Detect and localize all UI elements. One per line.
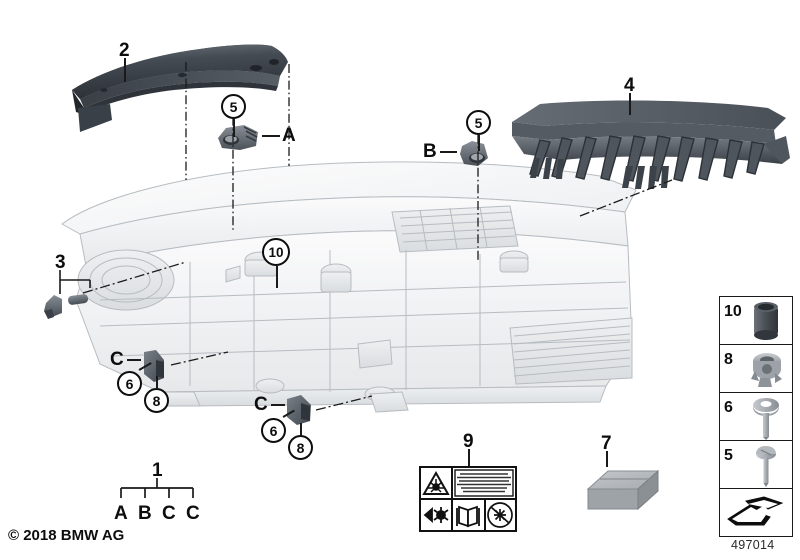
copyright-notice: © 2018 BMW AG — [8, 527, 125, 544]
leader-circle-8-left — [156, 376, 158, 389]
callout-label-2: 2 — [119, 40, 130, 61]
legend-number-6: 6 — [724, 399, 733, 416]
clip-C-left — [144, 350, 164, 382]
part-3-sensor-and-grommet — [44, 294, 89, 319]
legend-number-8: 8 — [724, 351, 733, 368]
legend-row-arrow — [720, 489, 792, 536]
part-2-trim-strip — [72, 44, 288, 132]
callout-label-7: 7 — [601, 433, 612, 454]
leader-line-C-bottom — [271, 404, 285, 406]
leader-circle-5-top — [233, 119, 235, 137]
leader-line-A-top — [262, 135, 280, 137]
part-7-module-box — [586, 469, 660, 511]
circle-callout-5-top: 5 — [221, 94, 246, 119]
bracket-1-leaf-C1: C — [162, 503, 176, 524]
clip-nut-icon — [751, 353, 782, 387]
bracket-1-label: 1 — [152, 460, 163, 481]
leader-line-9 — [468, 449, 470, 466]
parts-legend-table: 10 8 — [719, 296, 793, 537]
circle-callout-10: 10 — [262, 238, 290, 266]
bracket-1-leaf-B: B — [138, 503, 152, 524]
callout-label-C-bottom: C — [254, 394, 268, 415]
callout-label-9: 9 — [463, 431, 474, 452]
bushing-icon — [754, 302, 778, 340]
leader-circle-8-bottom — [300, 423, 302, 436]
callout-label-4: 4 — [624, 75, 635, 96]
legend-row-8: 8 — [720, 345, 792, 393]
part-4-mounting-bracket — [512, 100, 790, 189]
leader-circle-5-right — [478, 135, 480, 151]
direction-arrow-icon — [727, 496, 784, 526]
callout-label-3: 3 — [55, 252, 66, 273]
headlight-housing-illustration — [61, 161, 637, 413]
leader-line-4 — [629, 93, 631, 115]
callout-label-B: B — [423, 141, 437, 162]
legend-row-6: 6 — [720, 393, 792, 441]
circle-callout-8-left: 8 — [144, 388, 169, 413]
callout-label-A-top: A — [282, 125, 296, 146]
leader-circle-10 — [276, 266, 278, 288]
legend-number-10: 10 — [724, 303, 742, 320]
clip-B-bracket — [460, 141, 488, 166]
legend-row-5: 5 — [720, 441, 792, 489]
bracket-1-leaf-A: A — [114, 503, 128, 524]
bracket-3 — [59, 270, 91, 294]
legend-number-5: 5 — [724, 447, 733, 464]
circle-callout-5-right: 5 — [466, 110, 491, 135]
circle-callout-8-bottom: 8 — [288, 435, 313, 460]
diagram-part-number: 497014 — [731, 538, 775, 552]
leader-line-B — [440, 151, 457, 153]
leader-line-C-left — [127, 359, 141, 361]
dome-screw-icon — [756, 446, 776, 487]
part-9-laser-warning-label — [419, 466, 517, 532]
clip-C-bottom — [287, 395, 311, 425]
clip-A-bracket — [218, 125, 258, 150]
leader-line-7 — [606, 451, 608, 467]
callout-label-C-left: C — [110, 349, 124, 370]
bracket-1-tree — [120, 478, 194, 498]
circle-callout-6-bottom: 6 — [261, 418, 286, 443]
leader-line-2 — [124, 58, 126, 82]
legend-row-10: 10 — [720, 297, 792, 345]
washer-screw-icon — [753, 398, 779, 440]
circle-callout-6-left: 6 — [117, 371, 142, 396]
bracket-1-leaf-C2: C — [186, 503, 200, 524]
